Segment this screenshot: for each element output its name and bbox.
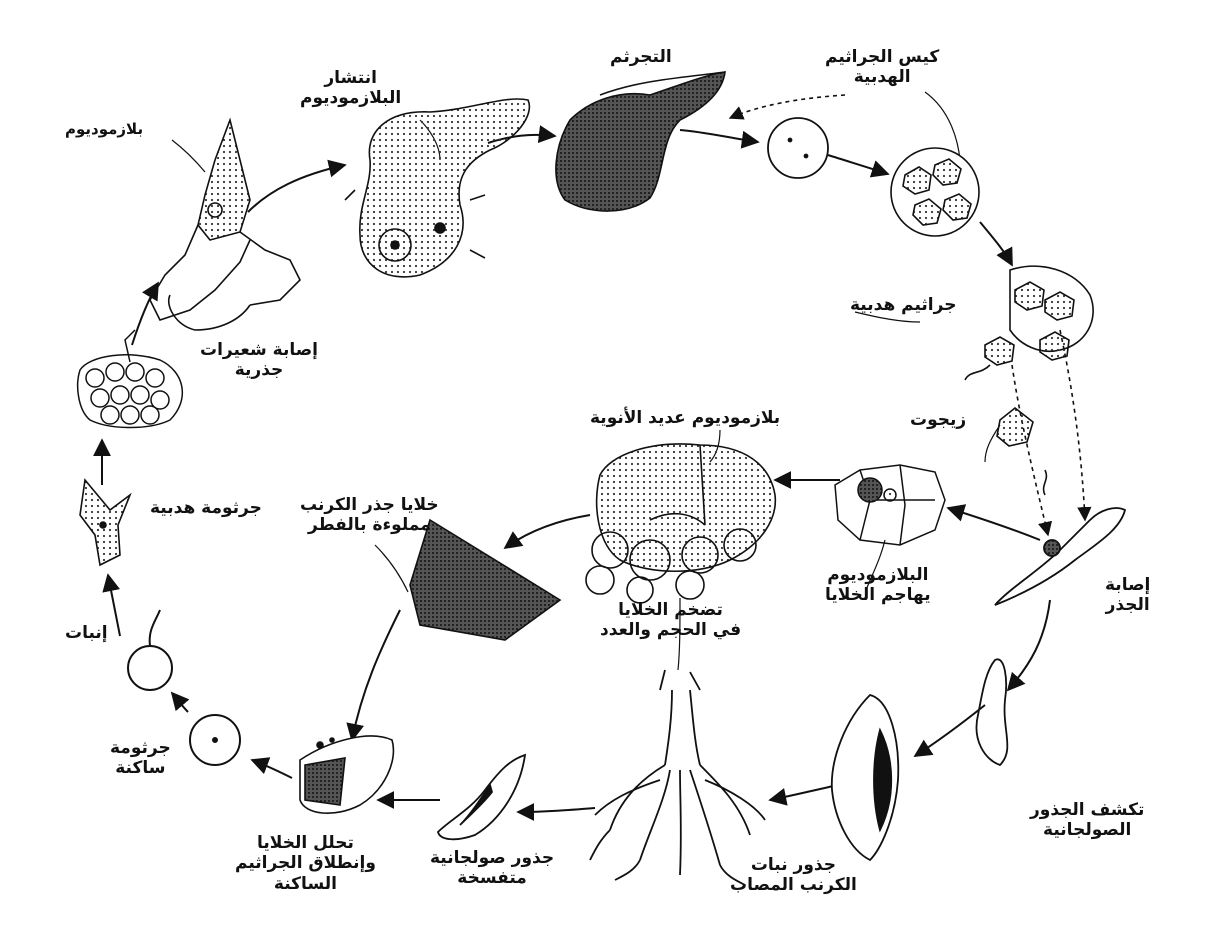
single-zoospore [80,480,130,565]
label-resting-spore: جرثومة ساكنة [110,738,171,779]
arrow-multinucleate-to-rootcells [505,515,590,548]
zoospore-cluster [891,148,979,236]
arrow-sporangium-to-mass [828,155,888,174]
multinucleate-plasmodium [586,444,775,603]
root-cells-filled [410,520,560,640]
plasmodium-attacks-cells [835,465,945,545]
label-infected-roots: جذور نبات الكرنب المصاب [730,855,857,896]
arrow-plasmodium-to-spread [248,165,345,212]
arrow-germinating-to-zoospore [108,575,120,636]
label-cleavage: التجرثم [610,47,672,67]
label-plasmodium: بلازموديوم [65,120,143,138]
plasmodium-in-root-hair [150,120,300,330]
resting-spore [190,715,240,765]
cleavage-stage [556,72,725,211]
root-hair-infection [78,330,183,428]
germinating-spore [128,610,172,690]
label-root-infection: إصابة الجذر [1105,575,1150,616]
label-club-formation: تكشف الجذور الصولجانية [1030,800,1144,841]
arrow-club-to-bigclub [915,705,985,756]
cycle-arrows [102,130,1050,812]
sporangium [768,118,828,178]
arrow-mass-to-zoospores [980,222,1012,265]
label-plasmodium-spread: انتشار البلازموديوم [300,68,401,109]
label-cell-lysis: تحلل الخلايا وإنطلاق الجراثيم الساكنة [235,833,376,894]
label-zoospore-single: جرثومة هدبية [150,498,262,518]
zoospores-released [965,266,1093,495]
decaying-club [438,755,525,839]
arrow-root-to-attack [948,508,1040,540]
developing-club [977,659,1008,765]
label-plasmodium-attacks: البلازموديوم يهاجم الخلايا [825,565,931,606]
label-zoospores: جراثيم هدبية [850,295,956,315]
label-germination: إنبات [65,623,108,643]
label-sporangium: كيس الجراثيم الهدبية [825,47,939,88]
plasmodium-spread [345,99,529,277]
arrow-lysis-to-resting [252,760,292,778]
arrow-rootcells-to-lysis [352,610,400,740]
label-zygote: زيجوت [910,410,966,430]
cell-lysis [300,736,393,813]
arrow-root-to-club [1008,600,1050,690]
label-decaying-clubs: جذور صولجانية متفسخة [430,848,554,889]
arrow-resting-to-germinating [172,693,188,712]
club-root [832,695,898,860]
arrow-plant-to-decay [518,808,595,812]
infected-plant [590,670,765,885]
label-cabbage-root-cells: خلايا جذر الكرنب مملوءة بالفطر [300,495,439,536]
label-cell-enlargement: تضخم الخلايا في الحجم والعدد [600,600,741,641]
arrow-cleavage-to-sporangium [680,130,758,142]
label-root-hair-infection: إصابة شعيرات جذرية [200,340,318,381]
arrow-bigclub-to-plant [770,785,838,800]
label-multinucleate-plasmodium: بلازموديوم عديد الأنوية [590,408,780,428]
